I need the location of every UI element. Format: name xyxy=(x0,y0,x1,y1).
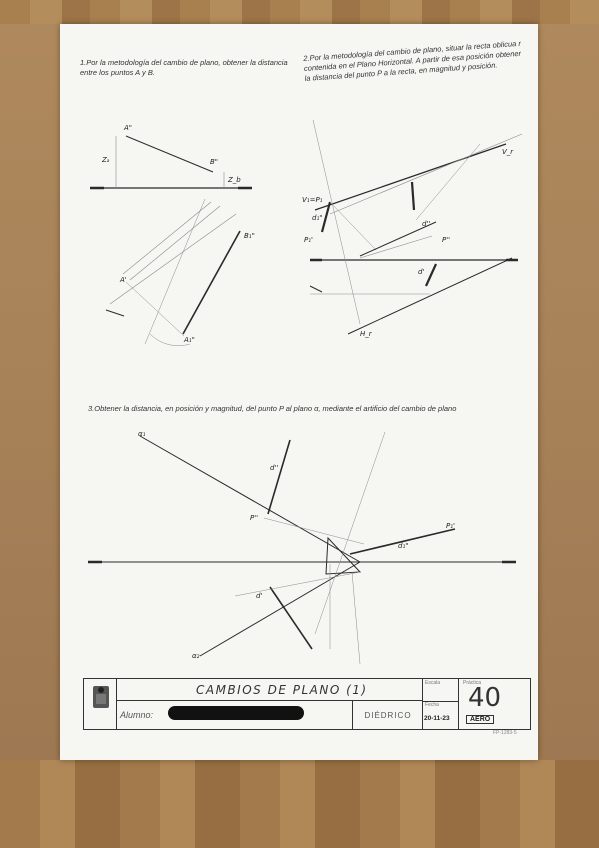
label-dpp: d'' xyxy=(422,220,431,228)
label-zb: Z_b xyxy=(228,176,241,184)
table-surface-top xyxy=(0,0,599,24)
technical-drawings xyxy=(88,119,523,708)
label-a1: A" xyxy=(124,124,133,132)
exercise-1-drawing xyxy=(90,135,252,346)
label-p1: P₁' xyxy=(304,236,313,244)
label-d5: d' xyxy=(256,592,263,600)
logo-cell xyxy=(84,679,117,729)
table-surface-bottom xyxy=(0,760,599,848)
exercise-1-statement: 1.Por la metodología del cambio de plano… xyxy=(80,58,288,77)
label-a3: A' xyxy=(120,276,127,284)
practice-cell: Práctica xyxy=(458,679,531,729)
label-dp: d' xyxy=(418,268,425,276)
label-pp: P'' xyxy=(442,236,451,244)
exercise-3-drawing xyxy=(88,431,516,665)
title-block: CAMBIOS DE PLANO (1) Alumno: DIÉDRICO Es… xyxy=(83,678,531,730)
date-value: 20-11-23 xyxy=(424,715,450,722)
label-d1: d₁" xyxy=(312,214,323,222)
student-field: Alumno: xyxy=(116,701,352,729)
label-alpha1: α₁ xyxy=(138,430,146,438)
label-pa: P₁' xyxy=(446,522,455,530)
date-label: Fecha xyxy=(425,702,439,708)
scale-label: Escala xyxy=(425,680,441,686)
projection-system: DIÉDRICO xyxy=(352,701,423,729)
exercise-3-statement: 3.Obtener la distancia, en posición y ma… xyxy=(88,404,457,413)
date-cell: Fecha 20-11-23 xyxy=(422,701,459,729)
redacted-student-name xyxy=(168,706,304,720)
label-vr: V_r xyxy=(502,148,514,156)
label-a2: A₁" xyxy=(184,336,195,344)
label-alpha2: α₂ xyxy=(192,652,200,660)
label-hr: H_r xyxy=(360,330,372,338)
label-b1: B" xyxy=(210,158,219,166)
label-b2: B₁" xyxy=(244,232,255,240)
sheet-title: CAMBIOS DE PLANO (1) xyxy=(116,679,422,701)
label-r1: V₁=P₁ xyxy=(302,196,323,204)
label-d3: d'' xyxy=(270,464,279,472)
label-d4: d₁" xyxy=(398,542,409,550)
student-label: Alumno: xyxy=(120,710,154,720)
label-p3: P'' xyxy=(250,514,259,522)
exercise-2-drawing xyxy=(309,119,523,335)
practice-label: Práctica xyxy=(463,680,482,686)
sheet-code: FP-1283-5 xyxy=(493,730,517,736)
exercise-sheet: 1.Por la metodología del cambio de plano… xyxy=(60,24,538,760)
school-crest-icon xyxy=(93,686,109,708)
group-badge: AERO xyxy=(466,715,495,724)
label-za: Zₐ xyxy=(102,156,110,164)
scale-cell: Escala xyxy=(422,679,459,702)
practice-number: 40 xyxy=(468,683,502,713)
